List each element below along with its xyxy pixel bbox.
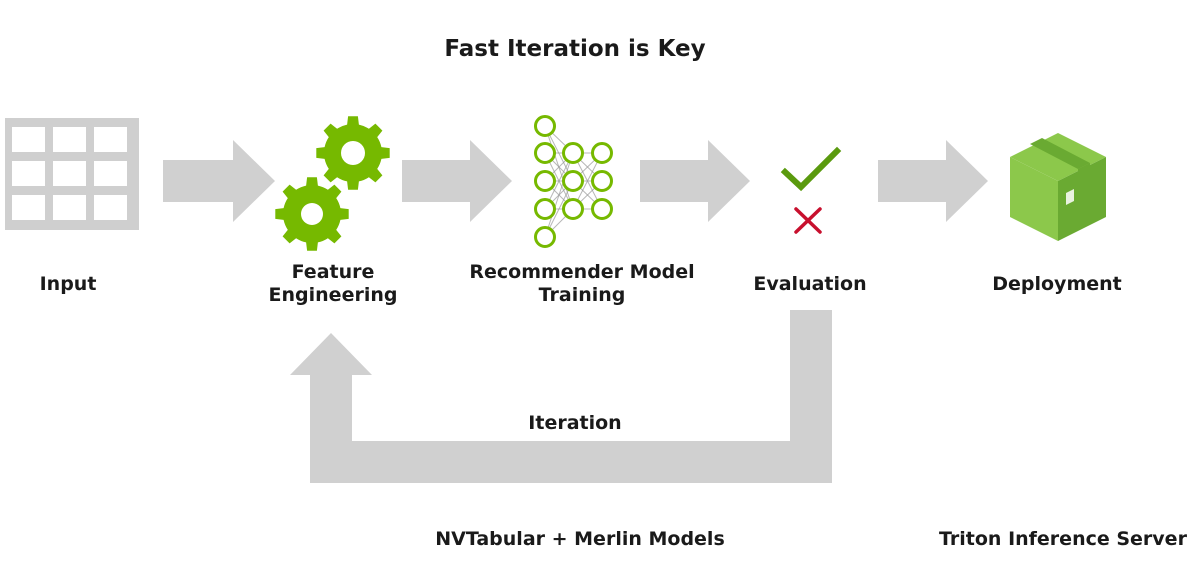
arrow-feature-to-training [402,140,512,222]
network-node [534,226,556,248]
iteration-label: Iteration [528,412,622,434]
network-node [534,115,556,137]
network-node [534,142,556,164]
network-node [562,142,584,164]
table-cell [94,161,127,186]
check-cross-icon [780,146,842,234]
stage-label-feature-engineering: Feature Engineering [268,261,398,306]
table-cell [94,127,127,152]
gears-icon [275,116,390,251]
cross-icon [794,207,822,234]
arrow-training-to-evaluation [640,140,750,222]
table-cell [12,161,45,186]
table-cell [53,195,86,220]
stage-label-evaluation: Evaluation [753,273,867,295]
table-cell [53,161,86,186]
network-node [562,170,584,192]
arrow-evaluation-to-deployment [878,140,988,222]
neural-network-icon [534,115,613,248]
network-node [591,198,613,220]
network-node [591,142,613,164]
table-cell [12,195,45,220]
stage-label-model-training: Recommender Model Training [469,261,695,306]
table-cell [94,195,127,220]
diagram-title: Fast Iteration is Key [444,36,706,62]
stage-label-deployment: Deployment [992,273,1122,295]
table-grid-icon [5,118,139,230]
stage-label-input: Input [39,273,97,295]
table-cell [12,127,45,152]
check-icon [780,146,842,192]
table-cell [53,127,86,152]
arrow-input-to-feature [163,140,275,222]
iteration-loop-arrow [290,310,832,483]
tool-triton-inference-server: Triton Inference Server [939,528,1187,550]
package-box-icon [1010,133,1106,241]
network-node [562,198,584,220]
network-node [591,170,613,192]
tool-nvtabular-merlin: NVTabular + Merlin Models [435,528,725,550]
network-node [534,170,556,192]
network-node [534,198,556,220]
